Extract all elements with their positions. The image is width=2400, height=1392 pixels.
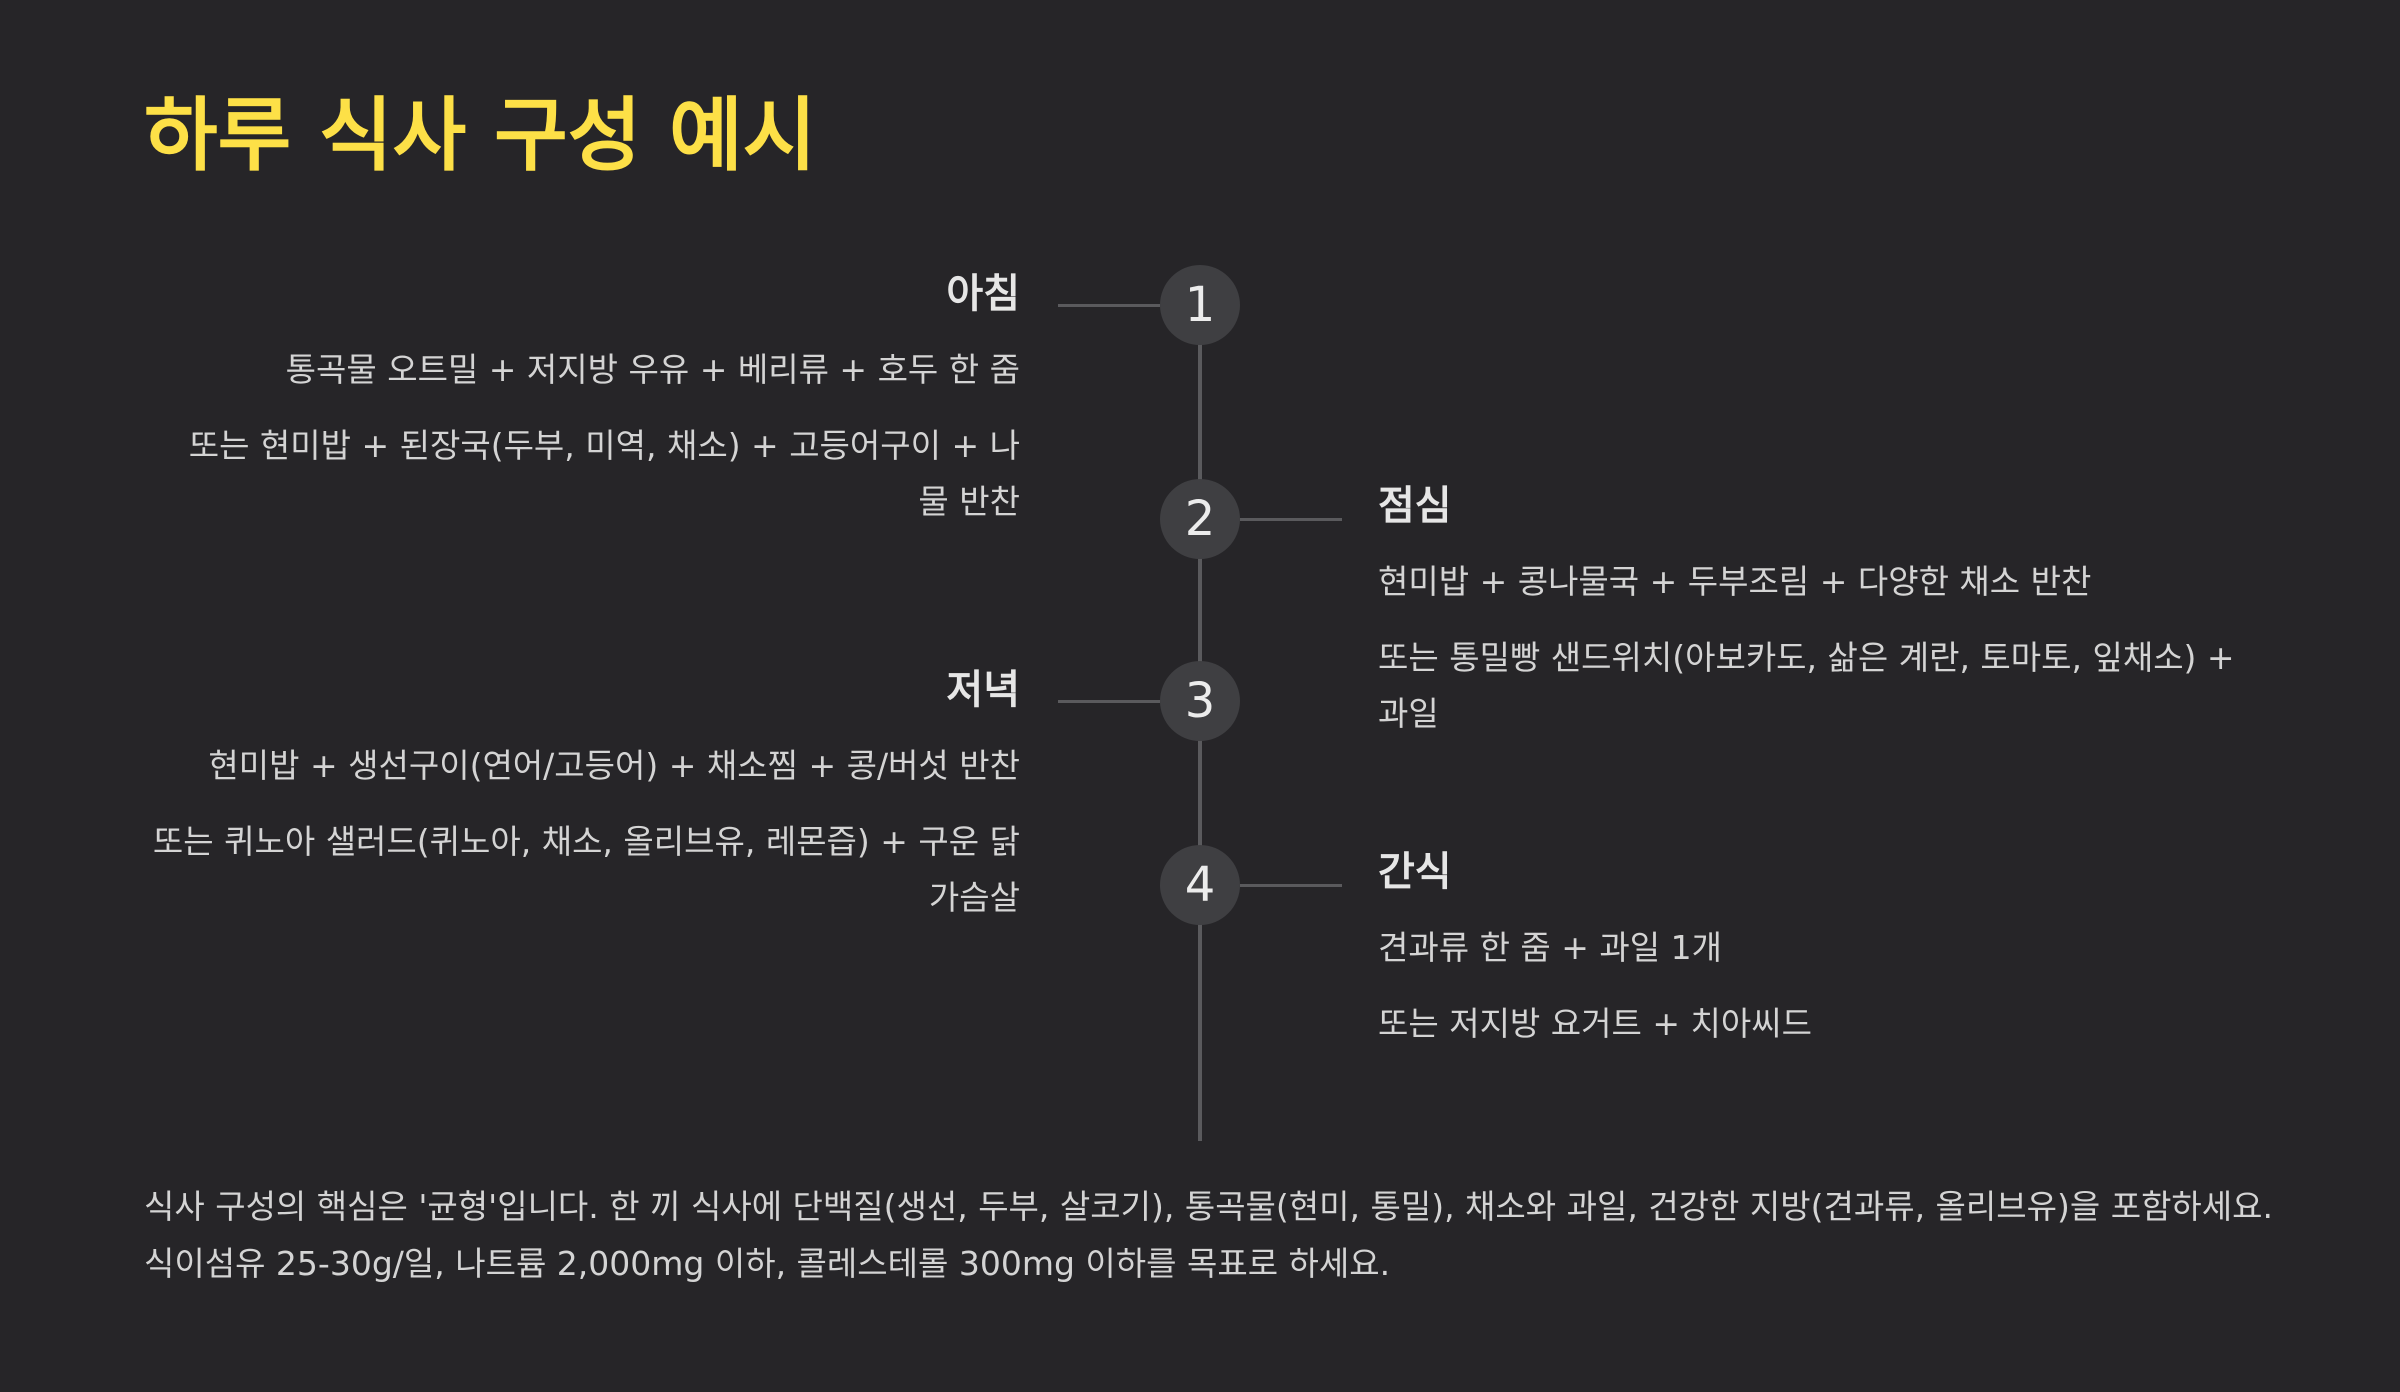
summary-text: 식사 구성의 핵심은 '균형'입니다. 한 끼 식사에 단백질(생선, 두부, … — [144, 1187, 2274, 1283]
meal-option: 통곡물 오트밀 + 저지방 우유 + 베리류 + 호두 한 줌 — [285, 350, 1020, 389]
meal-option: 또는 저지방 요거트 + 치아씨드 — [1378, 1004, 1812, 1043]
meal-dinner: 저녁 현미밥 + 생선구이(연어/고등어) + 채소찜 + 콩/버섯 반찬 또는… — [140, 664, 1020, 946]
connector-2 — [1240, 518, 1342, 521]
meal-option: 또는 통밀빵 샌드위치(아보카도, 삶은 계란, 토마토, 잎채소) + 과일 — [1378, 638, 2235, 733]
meal-name-lunch: 점심 — [1378, 483, 1452, 529]
connector-4 — [1240, 884, 1342, 887]
meal-snack: 간식 견과류 한 줌 + 과일 1개 또는 저지방 요거트 + 치아씨드 — [1378, 846, 2258, 1072]
connector-1 — [1058, 304, 1160, 307]
step-node-4: 4 — [1160, 845, 1240, 925]
meal-option: 견과류 한 줌 + 과일 1개 — [1378, 928, 1722, 967]
meal-breakfast: 아침 통곡물 오트밀 + 저지방 우유 + 베리류 + 호두 한 줌 또는 현미… — [140, 268, 1020, 550]
meal-lunch: 점심 현미밥 + 콩나물국 + 두부조림 + 다양한 채소 반찬 또는 통밀빵 … — [1378, 480, 2258, 762]
meal-option: 현미밥 + 생선구이(연어/고등어) + 채소찜 + 콩/버섯 반찬 — [208, 746, 1020, 785]
step-node-1: 1 — [1160, 265, 1240, 345]
meal-name-breakfast: 아침 — [946, 271, 1020, 317]
step-node-2: 2 — [1160, 479, 1240, 559]
meal-name-dinner: 저녁 — [946, 667, 1020, 713]
page-title: 하루 식사 구성 예시 — [144, 89, 817, 182]
step-node-3: 3 — [1160, 661, 1240, 741]
meal-option: 또는 퀴노아 샐러드(퀴노아, 채소, 올리브유, 레몬즙) + 구운 닭 가슴… — [152, 822, 1020, 917]
meal-option: 또는 현미밥 + 된장국(두부, 미역, 채소) + 고등어구이 + 나물 반찬 — [188, 426, 1020, 521]
meal-name-snack: 간식 — [1378, 849, 1452, 895]
connector-3 — [1058, 700, 1160, 703]
meal-option: 현미밥 + 콩나물국 + 두부조림 + 다양한 채소 반찬 — [1378, 562, 2092, 601]
